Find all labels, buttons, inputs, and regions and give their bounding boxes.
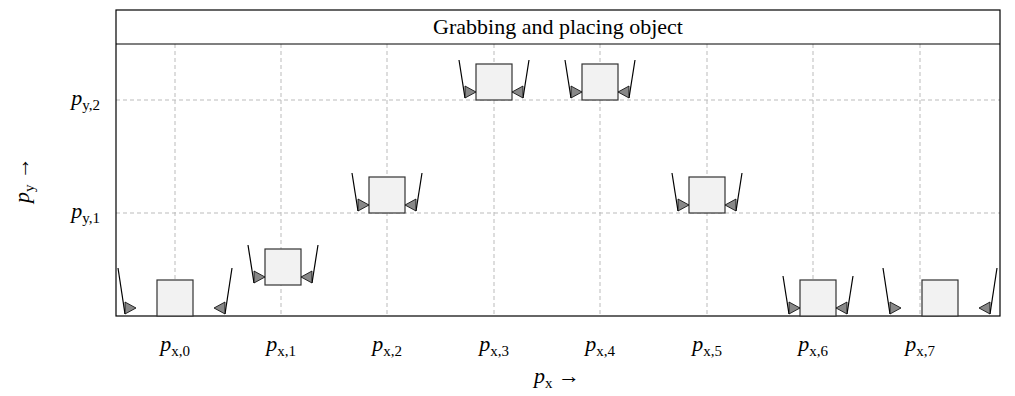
gripper-pad — [979, 302, 990, 314]
axis-label: py,1 — [71, 200, 100, 226]
axis-label: px,2 — [372, 333, 402, 359]
gripper-finger — [118, 268, 125, 314]
gripper-pad — [512, 86, 523, 98]
axis-label: px,3 — [479, 333, 509, 359]
gripper-finger — [629, 60, 635, 98]
axis-label: py → — [11, 157, 37, 203]
object-box — [582, 64, 618, 100]
gripper-pad — [571, 86, 582, 98]
gripper-pad — [465, 86, 476, 98]
gripper-pad — [214, 302, 225, 314]
gripper-pad — [254, 271, 265, 283]
gripper-finger — [352, 173, 358, 211]
gripper-poses — [118, 60, 997, 316]
gripper-finger — [990, 268, 997, 314]
axis-label: px,7 — [905, 333, 935, 359]
gripper-finger — [736, 173, 742, 211]
object-box — [689, 177, 725, 213]
gripper-pad — [405, 199, 416, 211]
gripper-finger — [248, 245, 254, 283]
gripper-finger — [523, 60, 529, 98]
axis-label: px → — [534, 365, 580, 391]
axis-label: px,4 — [585, 333, 615, 359]
object-box — [157, 280, 193, 316]
gripper-finger — [672, 173, 678, 211]
object-box — [800, 280, 836, 316]
axis-label: px,6 — [798, 333, 828, 359]
gripper-pad — [678, 199, 689, 211]
gripper-finger — [312, 245, 318, 283]
axis-label: px,0 — [160, 333, 190, 359]
axis-label: py,2 — [71, 87, 100, 113]
plot-frame — [116, 10, 1000, 316]
gripper-finger — [783, 276, 789, 314]
gripper-pad — [725, 199, 736, 211]
gripper-pad — [890, 302, 901, 314]
gripper-finger — [416, 173, 422, 211]
grid-lines — [116, 44, 1000, 316]
gripper-pad — [125, 302, 136, 314]
gripper-pad — [618, 86, 629, 98]
object-box — [265, 249, 301, 285]
gripper-pad — [789, 302, 800, 314]
gripper-finger — [847, 276, 853, 314]
object-box — [369, 177, 405, 213]
gripper-finger — [565, 60, 571, 98]
axis-label: px,5 — [692, 333, 722, 359]
gripper-finger — [883, 268, 890, 314]
gripper-pad — [358, 199, 369, 211]
object-box — [922, 280, 958, 316]
gripper-pad — [301, 271, 312, 283]
title-bar-line — [116, 43, 1000, 44]
title-bar: Grabbing and placing object — [116, 12, 1000, 42]
gripper-finger — [459, 60, 465, 98]
object-box — [476, 64, 512, 100]
axis-label: px,1 — [266, 333, 296, 359]
gripper-pad — [836, 302, 847, 314]
gripper-finger — [225, 268, 232, 314]
